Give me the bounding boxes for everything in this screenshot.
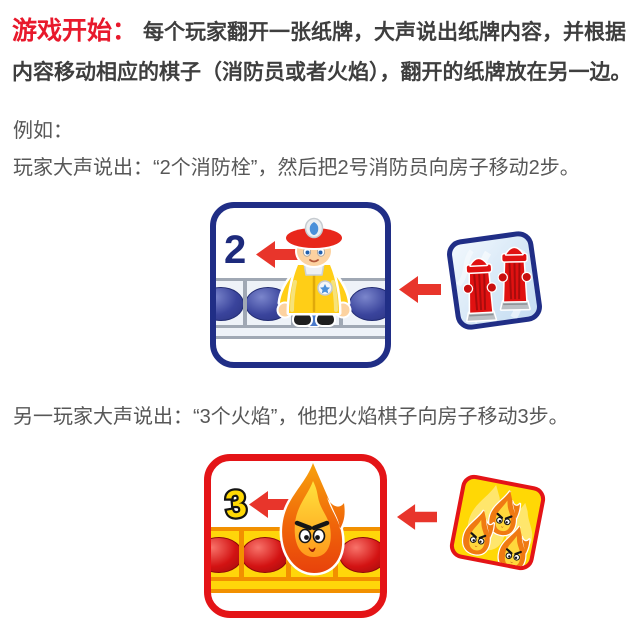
intro-lead: 游戏开始： <box>12 17 138 45</box>
fire-hydrant-icon <box>462 257 498 323</box>
hydrant-card-face <box>445 229 544 332</box>
step-count-2: 2 <box>224 228 247 272</box>
track-spot <box>211 537 243 573</box>
track-divider <box>380 531 382 577</box>
track-divider <box>239 531 244 577</box>
move-left-arrow-icon <box>256 241 298 268</box>
fire-hydrant-icon <box>497 246 532 311</box>
intro-paragraph: 游戏开始：每个玩家翻开一张纸牌，大声说出纸牌内容，并根据内容移动相应的棋子（消防… <box>12 11 640 93</box>
card-to-board-arrow-icon <box>397 504 437 530</box>
flame-card <box>444 469 551 576</box>
track-rail <box>211 581 380 593</box>
example-player2-line: 另一玩家大声说出：“3个火焰”，他把火焰棋子向房子移动3步。 <box>13 406 569 428</box>
card-to-board-arrow-icon <box>399 276 441 303</box>
mini-flame-icon <box>497 525 531 572</box>
firefighter-board-illustration: 2 <box>210 202 391 368</box>
track-spot <box>349 287 385 321</box>
hydrant-card <box>441 226 548 335</box>
track-rail <box>216 328 385 339</box>
mini-flame-icon <box>461 509 496 556</box>
track-divider <box>243 281 247 325</box>
intro-body: 每个玩家翻开一张纸牌，大声说出纸牌内容，并根据内容移动相应的棋子（消防员或者火焰… <box>12 21 632 84</box>
step-count-3: 3 <box>221 481 250 527</box>
firefighter-pawn-icon <box>276 217 352 328</box>
flame-card-face <box>447 472 548 573</box>
flame-board-illustration: 3 <box>204 454 387 618</box>
flame-pawn-icon <box>279 462 348 576</box>
track-spot <box>216 287 244 321</box>
move-left-arrow-icon <box>249 491 291 518</box>
mini-flame-icon <box>488 490 522 537</box>
example-player1-line: 玩家大声说出：“2个消防栓”，然后把2号消防员向房子移动2步。 <box>13 157 580 179</box>
svg-text:3: 3 <box>224 483 249 527</box>
example-label: 例如： <box>13 120 73 142</box>
